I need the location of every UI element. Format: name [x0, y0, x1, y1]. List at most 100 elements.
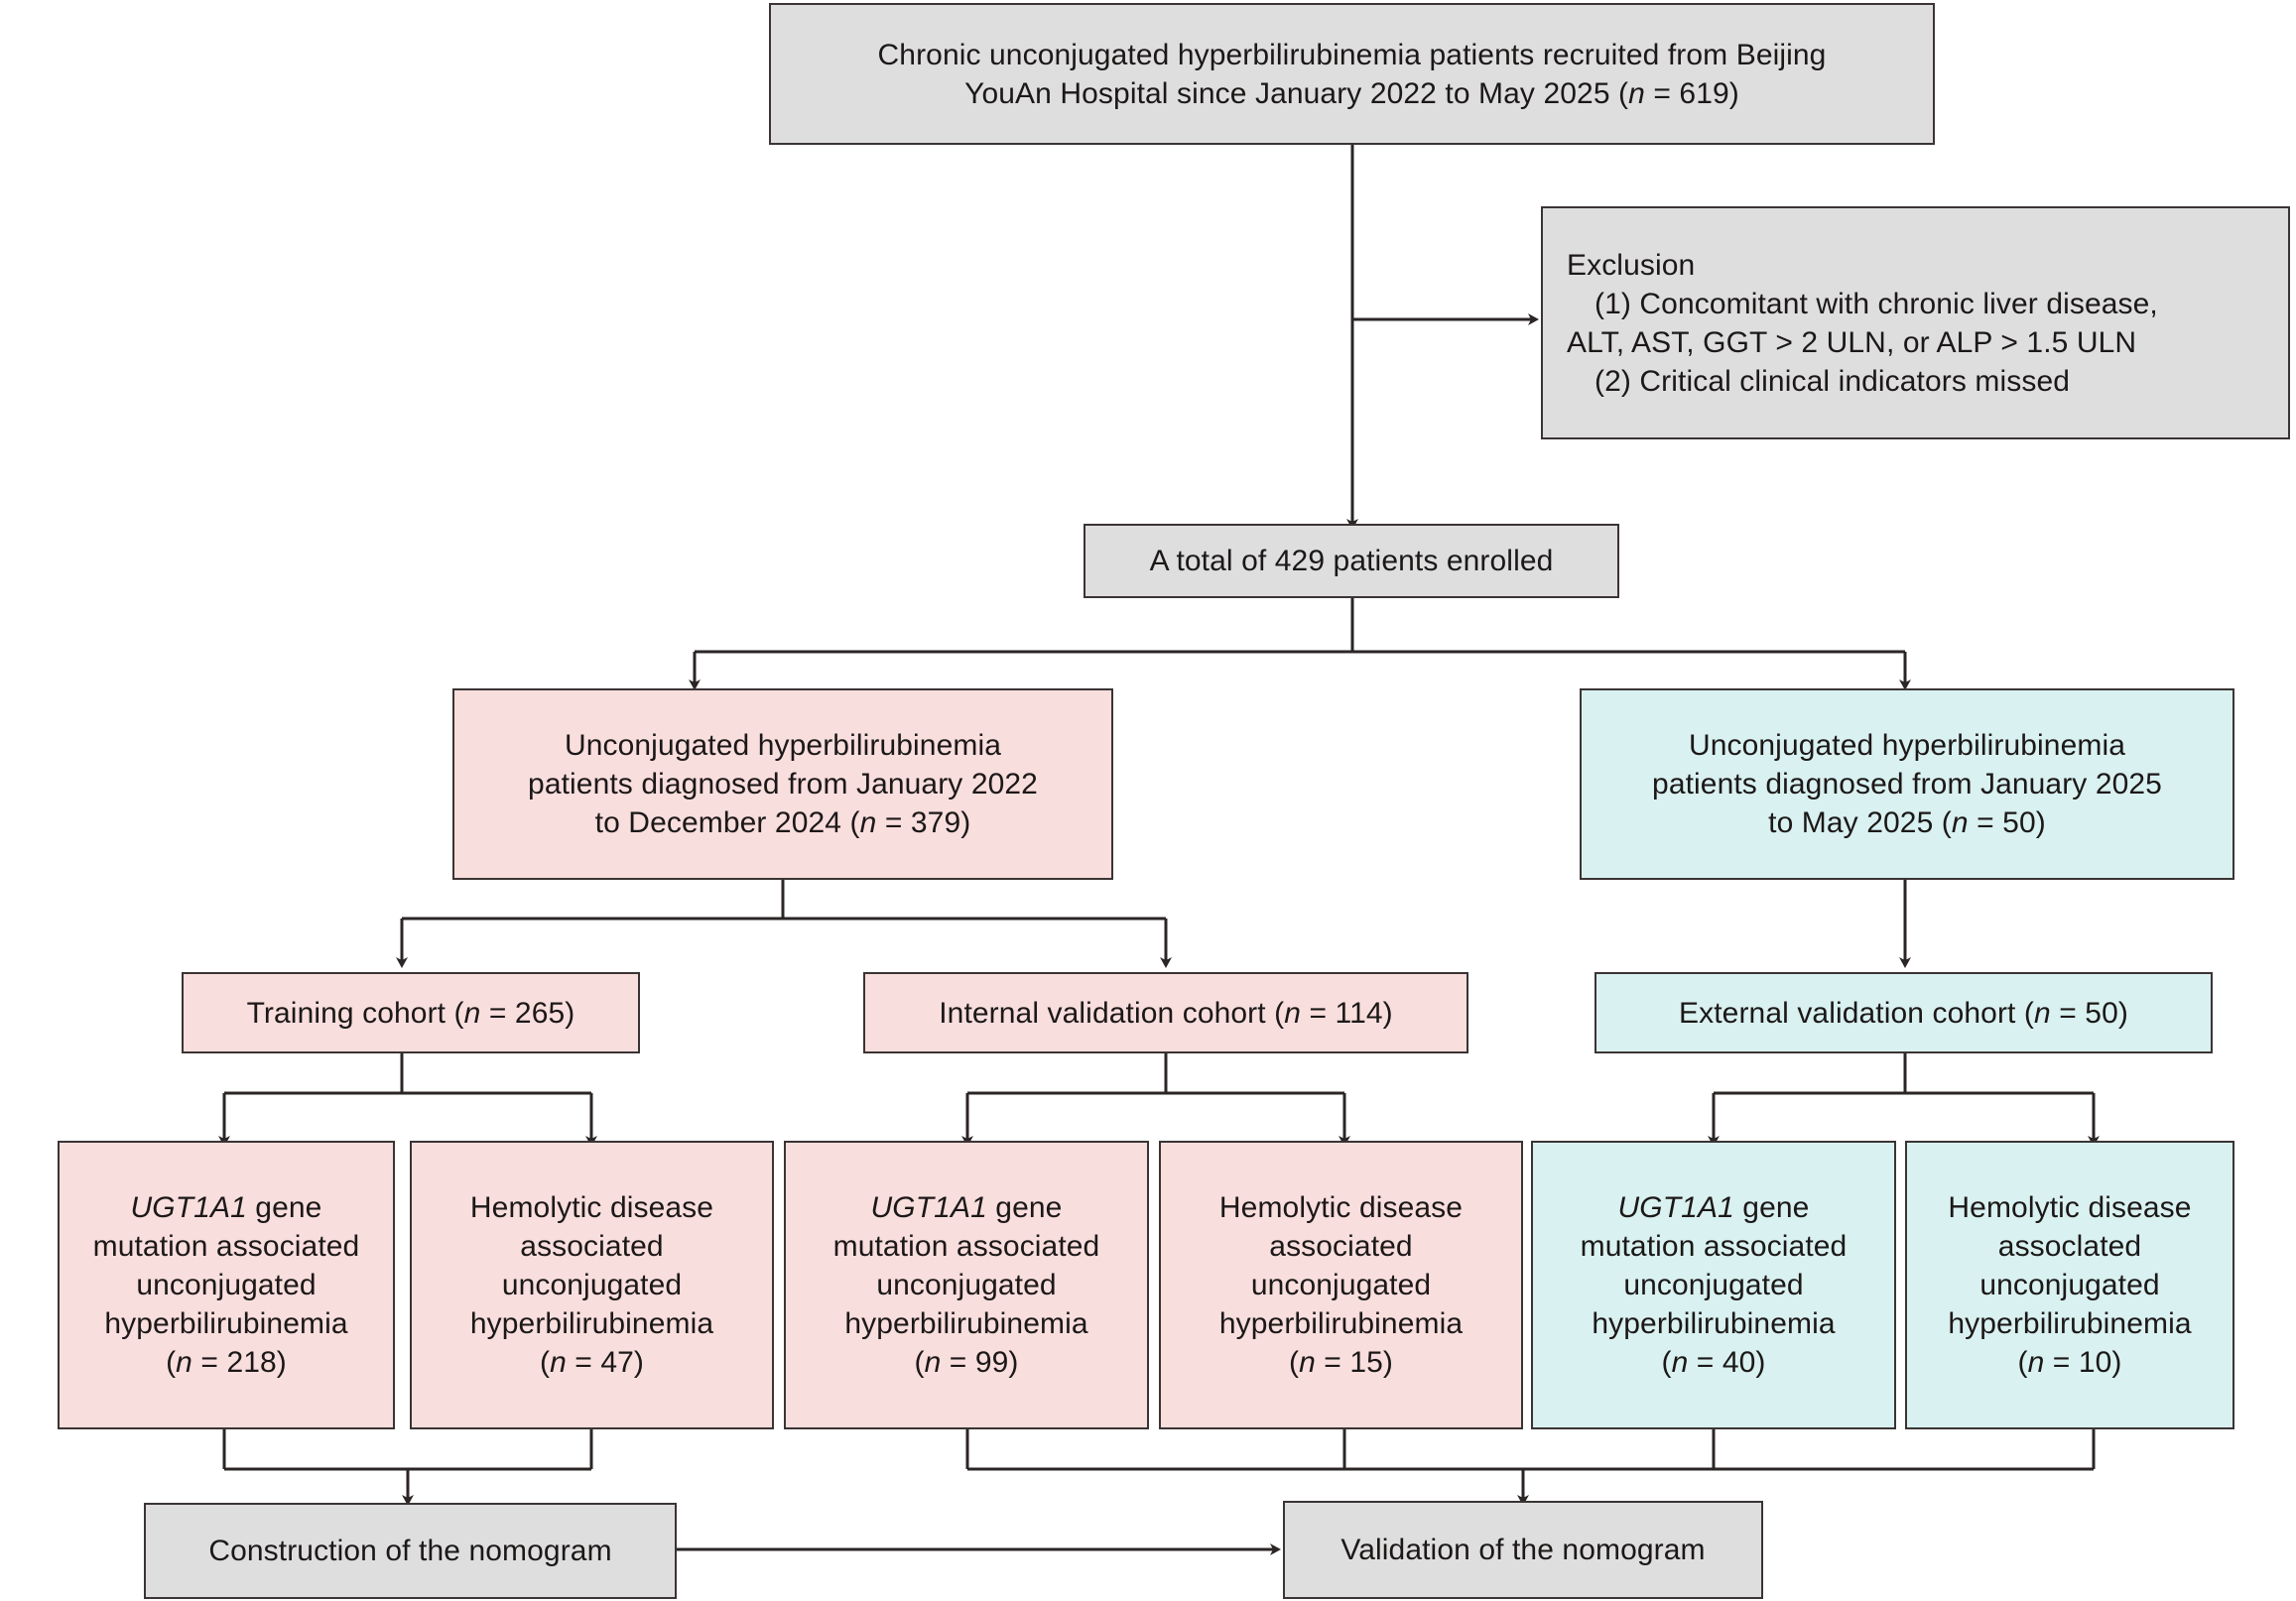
training-ugt1a1-line-4: hyperbilirubinemia [104, 1307, 348, 1340]
node-external-validation-cohort: External validation cohort (n = 50) [1594, 972, 2213, 1053]
internal-ugt1a1-count-prefix: ( [914, 1346, 925, 1379]
node-external-ugt1a1-subgroup: UGT1A1 gene mutation associated unconjug… [1531, 1141, 1896, 1429]
external-line-2: patients diagnosed from January 2025 [1652, 768, 2162, 800]
internal-hemolytic-count-suffix: = 15) [1315, 1346, 1394, 1379]
node-internal-validation-cohort: Internal validation cohort (n = 114) [863, 972, 1468, 1053]
internal-cohort-text: Internal validation cohort (n = 114) [939, 994, 1393, 1033]
internal-ugt1a1-line-1-rest: gene [986, 1191, 1063, 1224]
internal-ugt1a1-line-1: UGT1A1 gene [871, 1188, 1063, 1227]
internal-ugt1a1-line-3: unconjugated [876, 1269, 1057, 1301]
node-construction-of-nomogram: Construction of the nomogram [144, 1503, 677, 1599]
internal-hemolytic-line-3: unconjugated [1250, 1269, 1432, 1301]
external-ugt1a1-count: (n = 40) [1661, 1343, 1765, 1382]
internal-ugt1a1-line-4: hyperbilirubinemia [844, 1307, 1088, 1340]
external-ugt1a1-line-2: mutation associated [1580, 1230, 1848, 1263]
internal-cohort-prefix: Internal validation cohort ( [939, 996, 1285, 1030]
extval-cohort-n-symbol: n [2034, 996, 2051, 1030]
training-ugt1a1-count-suffix: = 218) [191, 1346, 287, 1379]
training-ugt1a1-line-3: unconjugated [136, 1269, 317, 1301]
node-external-cohort: Unconjugated hyperbilirubinemia patients… [1580, 688, 2234, 880]
construction-text: Construction of the nomogram [208, 1535, 612, 1567]
node-recruited-patients: Chronic unconjugated hyperbilirubinemia … [769, 3, 1935, 145]
exclusion-item-1-line-1: (1) Concomitant with chronic liver disea… [1594, 287, 2158, 320]
external-ugt1a1-count-suffix: = 40) [1688, 1346, 1766, 1379]
extval-cohort-text: External validation cohort (n = 50) [1679, 994, 2128, 1033]
derivation-line-1: Unconjugated hyperbilirubinemia [564, 729, 1002, 762]
recruited-line-2-suffix: = 619) [1644, 76, 1739, 110]
validation-text: Validation of the nomogram [1340, 1534, 1706, 1566]
internal-ugt1a1-n-symbol: n [924, 1346, 942, 1379]
external-hemolytic-line-4: hyperbilirubinemia [1948, 1307, 2192, 1340]
training-hemolytic-count: (n = 47) [540, 1343, 644, 1382]
exclusion-item-1-line-2: ALT, AST, GGT > 2 ULN, or ALP > 1.5 ULN [1567, 325, 2137, 359]
training-hemolytic-line-3: unconjugated [501, 1269, 683, 1301]
external-ugt1a1-line-4: hyperbilirubinemia [1592, 1307, 1836, 1340]
node-exclusion-criteria: Exclusion (1) Concomitant with chronic l… [1541, 206, 2290, 439]
training-hemolytic-line-1: Hemolytic disease [469, 1191, 714, 1224]
node-derivation-cohort: Unconjugated hyperbilirubinemia patients… [452, 688, 1113, 880]
derivation-line-2: patients diagnosed from January 2022 [528, 768, 1038, 800]
training-cohort-prefix: Training cohort ( [246, 996, 464, 1030]
training-ugt1a1-count: (n = 218) [166, 1343, 287, 1382]
training-ugt1a1-n-symbol: n [176, 1346, 192, 1379]
external-hemolytic-count: (n = 10) [2017, 1343, 2121, 1382]
external-hemolytic-line-3: unconjugated [1979, 1269, 2160, 1301]
training-hemolytic-count-prefix: ( [539, 1346, 551, 1379]
extval-cohort-suffix: = 50) [2050, 996, 2128, 1030]
internal-hemolytic-count: (n = 15) [1289, 1343, 1393, 1382]
internal-cohort-n-symbol: n [1284, 996, 1302, 1030]
external-hemolytic-line-2: assoclated [1997, 1230, 2142, 1263]
internal-cohort-suffix: = 114) [1301, 996, 1393, 1030]
node-external-hemolytic-subgroup: Hemolytic disease assoclated unconjugate… [1905, 1141, 2234, 1429]
external-ugt1a1-line-1: UGT1A1 gene [1618, 1188, 1810, 1227]
internal-hemolytic-count-prefix: ( [1288, 1346, 1300, 1379]
internal-ugt1a1-count-suffix: = 99) [941, 1346, 1019, 1379]
node-validation-of-nomogram: Validation of the nomogram [1283, 1501, 1763, 1599]
node-training-hemolytic-subgroup: Hemolytic disease associated unconjugate… [410, 1141, 774, 1429]
external-line-3-prefix: to May 2025 ( [1768, 806, 1952, 839]
training-ugt1a1-gene-name: UGT1A1 [130, 1191, 247, 1224]
derivation-n-symbol: n [859, 806, 877, 839]
recruited-line-2: YouAn Hospital since January 2022 to May… [964, 74, 1739, 113]
external-line-3-suffix: = 50) [1968, 806, 2046, 839]
enrolled-text: A total of 429 patients enrolled [1149, 545, 1554, 577]
external-n-symbol: n [1951, 806, 1969, 839]
training-hemolytic-line-4: hyperbilirubinemia [469, 1307, 714, 1340]
recruited-line-2-prefix: YouAn Hospital since January 2022 to May… [964, 76, 1629, 110]
external-hemolytic-count-prefix: ( [2017, 1346, 2028, 1379]
extval-cohort-prefix: External validation cohort ( [1679, 996, 2035, 1030]
internal-hemolytic-line-2: associated [1269, 1230, 1413, 1263]
external-hemolytic-line-1: Hemolytic disease [1948, 1191, 2192, 1224]
derivation-line-3-prefix: to December 2024 ( [594, 806, 860, 839]
node-training-ugt1a1-subgroup: UGT1A1 gene mutation associated unconjug… [58, 1141, 395, 1429]
node-internal-ugt1a1-subgroup: UGT1A1 gene mutation associated unconjug… [784, 1141, 1149, 1429]
external-ugt1a1-n-symbol: n [1671, 1346, 1689, 1379]
training-ugt1a1-line-1-rest: gene [246, 1191, 322, 1224]
external-hemolytic-count-suffix: = 10) [2044, 1346, 2122, 1379]
node-internal-hemolytic-subgroup: Hemolytic disease associated unconjugate… [1159, 1141, 1523, 1429]
node-training-cohort: Training cohort (n = 265) [182, 972, 640, 1053]
recruited-line-1: Chronic unconjugated hyperbilirubinemia … [877, 38, 1827, 71]
internal-ugt1a1-line-2: mutation associated [832, 1230, 1100, 1263]
node-total-enrolled: A total of 429 patients enrolled [1084, 524, 1619, 598]
recruited-n-symbol: n [1628, 76, 1645, 110]
internal-hemolytic-line-4: hyperbilirubinemia [1218, 1307, 1464, 1340]
training-hemolytic-line-2: associated [520, 1230, 664, 1263]
training-hemolytic-count-suffix: = 47) [566, 1346, 645, 1379]
external-ugt1a1-line-3: unconjugated [1623, 1269, 1804, 1301]
internal-hemolytic-line-1: Hemolytic disease [1218, 1191, 1464, 1224]
internal-ugt1a1-count: (n = 99) [914, 1343, 1018, 1382]
external-line-1: Unconjugated hyperbilirubinemia [1688, 729, 2126, 762]
exclusion-heading: Exclusion [1567, 248, 1696, 282]
derivation-line-3-suffix: = 379) [876, 806, 971, 839]
training-cohort-suffix: = 265) [480, 996, 575, 1030]
training-cohort-text: Training cohort (n = 265) [247, 994, 575, 1033]
external-ugt1a1-count-prefix: ( [1661, 1346, 1672, 1379]
training-ugt1a1-line-2: mutation associated [92, 1230, 360, 1263]
internal-ugt1a1-gene-name: UGT1A1 [870, 1191, 987, 1224]
internal-hemolytic-n-symbol: n [1299, 1346, 1316, 1379]
exclusion-item-2: (2) Critical clinical indicators missed [1594, 364, 2071, 398]
external-hemolytic-n-symbol: n [2027, 1346, 2045, 1379]
training-cohort-n-symbol: n [463, 996, 481, 1030]
